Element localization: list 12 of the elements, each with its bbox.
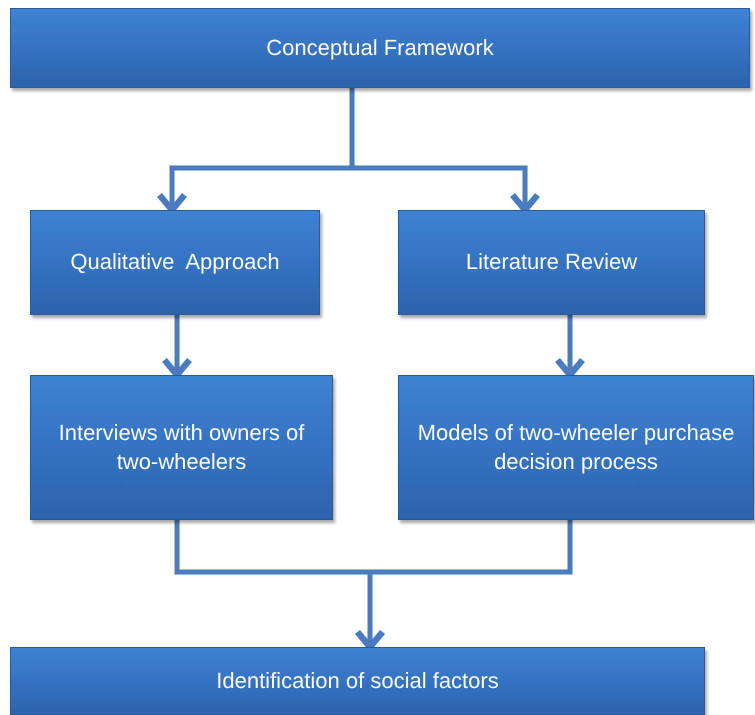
box-label: Interviews with owners of two-wheelers (58, 418, 306, 476)
box-label: Conceptual Framework (266, 34, 494, 62)
process-box (398, 210, 705, 315)
box-label: Models of two-wheeler purchase decision process (416, 418, 736, 476)
process-box (10, 8, 750, 88)
box-label: Literature Review (466, 248, 638, 276)
process-box (30, 375, 333, 520)
process-box (398, 375, 754, 520)
process-box (10, 647, 705, 715)
process-box (30, 210, 320, 315)
box-label: Identification of social factors (216, 666, 499, 695)
box-label: Qualitative Approach (70, 248, 280, 276)
